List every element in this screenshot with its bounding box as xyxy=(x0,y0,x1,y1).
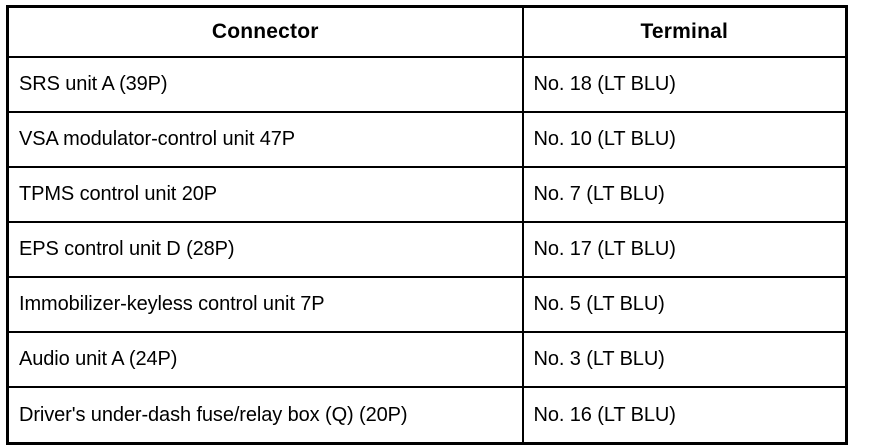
cell-connector: Driver's under-dash fuse/relay box (Q) (… xyxy=(6,386,524,445)
table-row: SRS unit A (39P) No. 18 (LT BLU) xyxy=(6,56,848,113)
column-header-terminal: Terminal xyxy=(521,5,848,58)
connector-terminal-table: Connector Terminal SRS unit A (39P) No. … xyxy=(6,5,848,445)
cell-terminal: No. 5 (LT BLU) xyxy=(521,276,848,333)
table-row: VSA modulator-control unit 47P No. 10 (L… xyxy=(6,111,848,168)
table-row: Audio unit A (24P) No. 3 (LT BLU) xyxy=(6,331,848,388)
cell-terminal: No. 7 (LT BLU) xyxy=(521,166,848,223)
table-row: Immobilizer-keyless control unit 7P No. … xyxy=(6,276,848,333)
cell-connector: TPMS control unit 20P xyxy=(6,166,524,223)
cell-connector: EPS control unit D (28P) xyxy=(6,221,524,278)
table-row: TPMS control unit 20P No. 7 (LT BLU) xyxy=(6,166,848,223)
cell-connector: SRS unit A (39P) xyxy=(6,56,524,113)
cell-terminal: No. 3 (LT BLU) xyxy=(521,331,848,388)
table-body: SRS unit A (39P) No. 18 (LT BLU) VSA mod… xyxy=(6,56,848,445)
table-header-row: Connector Terminal xyxy=(6,5,848,58)
cell-terminal: No. 17 (LT BLU) xyxy=(521,221,848,278)
table-row: EPS control unit D (28P) No. 17 (LT BLU) xyxy=(6,221,848,278)
table-row: Driver's under-dash fuse/relay box (Q) (… xyxy=(6,386,848,445)
cell-connector: VSA modulator-control unit 47P xyxy=(6,111,524,168)
cell-connector: Audio unit A (24P) xyxy=(6,331,524,388)
cell-terminal: No. 18 (LT BLU) xyxy=(521,56,848,113)
column-header-connector: Connector xyxy=(6,5,524,58)
cell-terminal: No. 16 (LT BLU) xyxy=(521,386,848,445)
cell-connector: Immobilizer-keyless control unit 7P xyxy=(6,276,524,333)
cell-terminal: No. 10 (LT BLU) xyxy=(521,111,848,168)
table-header: Connector Terminal xyxy=(6,5,848,58)
